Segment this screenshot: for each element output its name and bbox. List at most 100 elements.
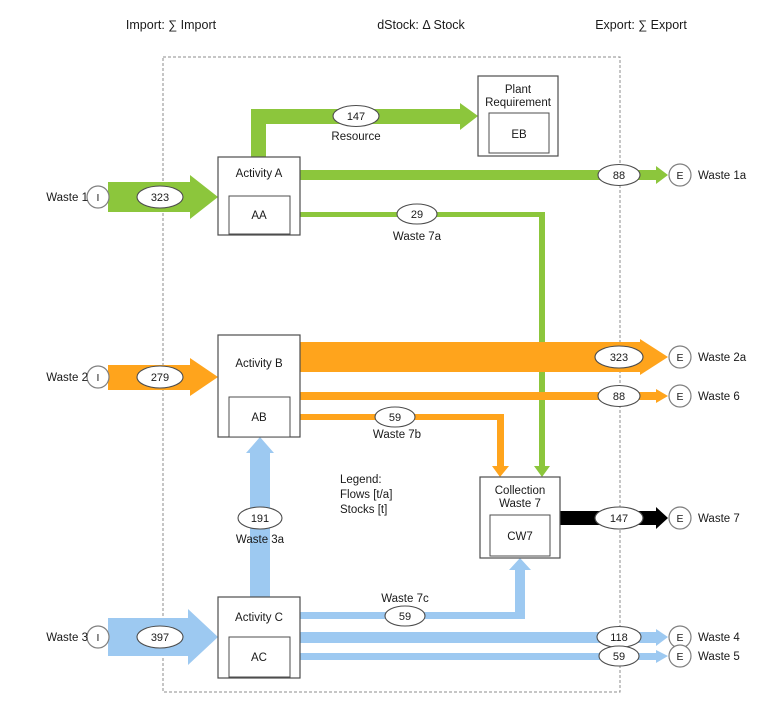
export-waste1a-label: Waste 1a — [698, 170, 747, 182]
activity-c-code: AC — [251, 652, 267, 664]
import-waste2-value-text: 279 — [151, 372, 169, 384]
collection-waste7-code: CW7 — [507, 531, 533, 543]
flow-waste2a-band[interactable] — [300, 342, 640, 372]
flow-resource-value[interactable]: 147 — [332, 104, 380, 128]
flow-waste3a-value-text: 191 — [251, 513, 269, 525]
export-waste7-value-text: 147 — [610, 513, 628, 525]
export-waste6-terminal[interactable]: E — [668, 384, 692, 408]
import-waste2-terminal[interactable]: I — [86, 365, 110, 389]
activity-b-stock-box[interactable] — [228, 396, 291, 438]
plant-requirement-title-line1: Plant — [505, 84, 532, 96]
activity-c-stock-box[interactable] — [228, 636, 291, 678]
flow-waste3a-label: Waste 3a — [236, 534, 285, 546]
export-waste2a-value-text: 323 — [610, 352, 628, 364]
flow-waste7c-value-text: 59 — [399, 611, 411, 623]
header-dstock-label: dStock: Δ Stock — [377, 18, 465, 32]
export-waste2a-value[interactable]: 323 — [594, 345, 644, 369]
export-waste1a-value[interactable]: 88 — [597, 163, 641, 187]
header-import-label: Import: ∑ Import — [126, 18, 217, 32]
node-activity-b[interactable]: Activity B AB — [217, 334, 301, 438]
flow-waste4-band[interactable] — [300, 632, 656, 643]
export-waste4-value-text: 118 — [610, 632, 628, 644]
import-waste1-marker: I — [97, 192, 100, 204]
flow-waste5-arrowhead[interactable] — [656, 650, 668, 663]
import-waste3-marker: I — [97, 632, 100, 644]
import-waste2-value[interactable]: 279 — [136, 365, 184, 389]
legend-flows-unit: Flows [t/a] — [340, 489, 392, 501]
import-waste3-value[interactable]: 397 — [136, 625, 184, 649]
activity-c-title: Activity C — [235, 612, 283, 624]
export-waste6-marker: E — [676, 391, 683, 403]
flow-waste7c-label: Waste 7c — [381, 593, 429, 605]
flow-resource-label: Resource — [331, 131, 380, 143]
activity-a-code: AA — [251, 210, 267, 222]
export-waste7-terminal[interactable]: E — [668, 506, 692, 530]
export-waste6-value[interactable]: 88 — [597, 384, 641, 408]
node-plant-requirement[interactable]: Plant Requirement EB — [477, 75, 559, 157]
flow-waste7-arrowhead[interactable] — [656, 507, 668, 529]
export-waste5-marker: E — [676, 651, 683, 663]
flow-waste6-arrowhead[interactable] — [656, 389, 668, 403]
flow-waste7c-value[interactable]: 59 — [384, 605, 426, 627]
flow-waste7b-value[interactable]: 59 — [374, 406, 416, 428]
export-waste4-value[interactable]: 118 — [596, 625, 642, 649]
activity-b-code: AB — [251, 412, 267, 424]
plant-requirement-stock-box[interactable] — [488, 112, 550, 154]
import-waste2-label: Waste 2 — [46, 372, 88, 384]
flow-waste7c-band[interactable] — [300, 558, 531, 619]
flow-waste3a-value[interactable]: 191 — [237, 506, 283, 530]
import-waste3-terminal[interactable]: I — [86, 625, 110, 649]
activity-a-title: Activity A — [236, 168, 283, 180]
export-waste6-value-text: 88 — [613, 391, 625, 403]
flow-waste6-band[interactable] — [300, 392, 656, 400]
node-activity-a[interactable]: Activity A AA — [217, 156, 301, 236]
import-waste3-value-text: 397 — [151, 632, 169, 644]
flow-resource-band[interactable] — [251, 103, 478, 157]
export-waste5-terminal[interactable]: E — [668, 644, 692, 668]
import-waste1-value[interactable]: 323 — [136, 185, 184, 209]
export-waste6-label: Waste 6 — [698, 391, 740, 403]
export-waste2a-marker: E — [676, 352, 683, 364]
flow-waste7a-label: Waste 7a — [393, 231, 442, 243]
flow-resource-value-text: 147 — [347, 111, 365, 123]
legend-title: Legend: — [340, 474, 382, 486]
export-waste7-marker: E — [676, 513, 683, 525]
node-collection-waste7[interactable]: Collection Waste 7 CW7 — [479, 476, 561, 559]
export-waste2a-label: Waste 2a — [698, 352, 747, 364]
export-waste4-terminal[interactable]: E — [668, 625, 692, 649]
export-waste1a-terminal[interactable]: E — [668, 163, 692, 187]
header-export-label: Export: ∑ Export — [595, 18, 687, 32]
import-waste1-value-text: 323 — [151, 192, 169, 204]
legend: Legend: Flows [t/a] Stocks [t] — [340, 474, 392, 516]
activity-b-title: Activity B — [235, 358, 283, 370]
export-waste1a-value-text: 88 — [613, 170, 625, 182]
plant-requirement-code: EB — [511, 129, 527, 141]
flow-waste2a-arrowhead[interactable] — [640, 339, 668, 375]
flow-waste4-arrowhead[interactable] — [656, 629, 668, 646]
import-waste1-label: Waste 1 — [46, 192, 88, 204]
flow-waste7a-value[interactable]: 29 — [396, 203, 438, 225]
export-waste2a-terminal[interactable]: E — [668, 345, 692, 369]
import-waste2-marker: I — [97, 372, 100, 384]
collection-waste7-title-line1: Collection — [495, 485, 546, 497]
flow-waste1a-band[interactable] — [300, 170, 656, 180]
export-waste4-marker: E — [676, 632, 683, 644]
export-waste5-value[interactable]: 59 — [598, 645, 640, 667]
flow-waste1a-arrowhead[interactable] — [656, 166, 668, 184]
export-waste5-value-text: 59 — [613, 651, 625, 663]
node-activity-c[interactable]: Activity C AC — [217, 596, 301, 679]
flow-waste7a-value-text: 29 — [411, 209, 423, 221]
export-waste7-label: Waste 7 — [698, 513, 740, 525]
import-waste1-terminal[interactable]: I — [86, 185, 110, 209]
flow-waste7b-value-text: 59 — [389, 412, 401, 424]
export-waste5-label: Waste 5 — [698, 651, 740, 663]
activity-a-stock-box[interactable] — [228, 195, 291, 235]
legend-stocks-unit: Stocks [t] — [340, 504, 387, 516]
collection-waste7-title-line2: Waste 7 — [499, 498, 541, 510]
export-waste7-value[interactable]: 147 — [594, 506, 644, 530]
flow-waste5-band[interactable] — [300, 653, 656, 660]
collection-waste7-stock-box[interactable] — [489, 514, 551, 557]
export-waste4-label: Waste 4 — [698, 632, 740, 644]
